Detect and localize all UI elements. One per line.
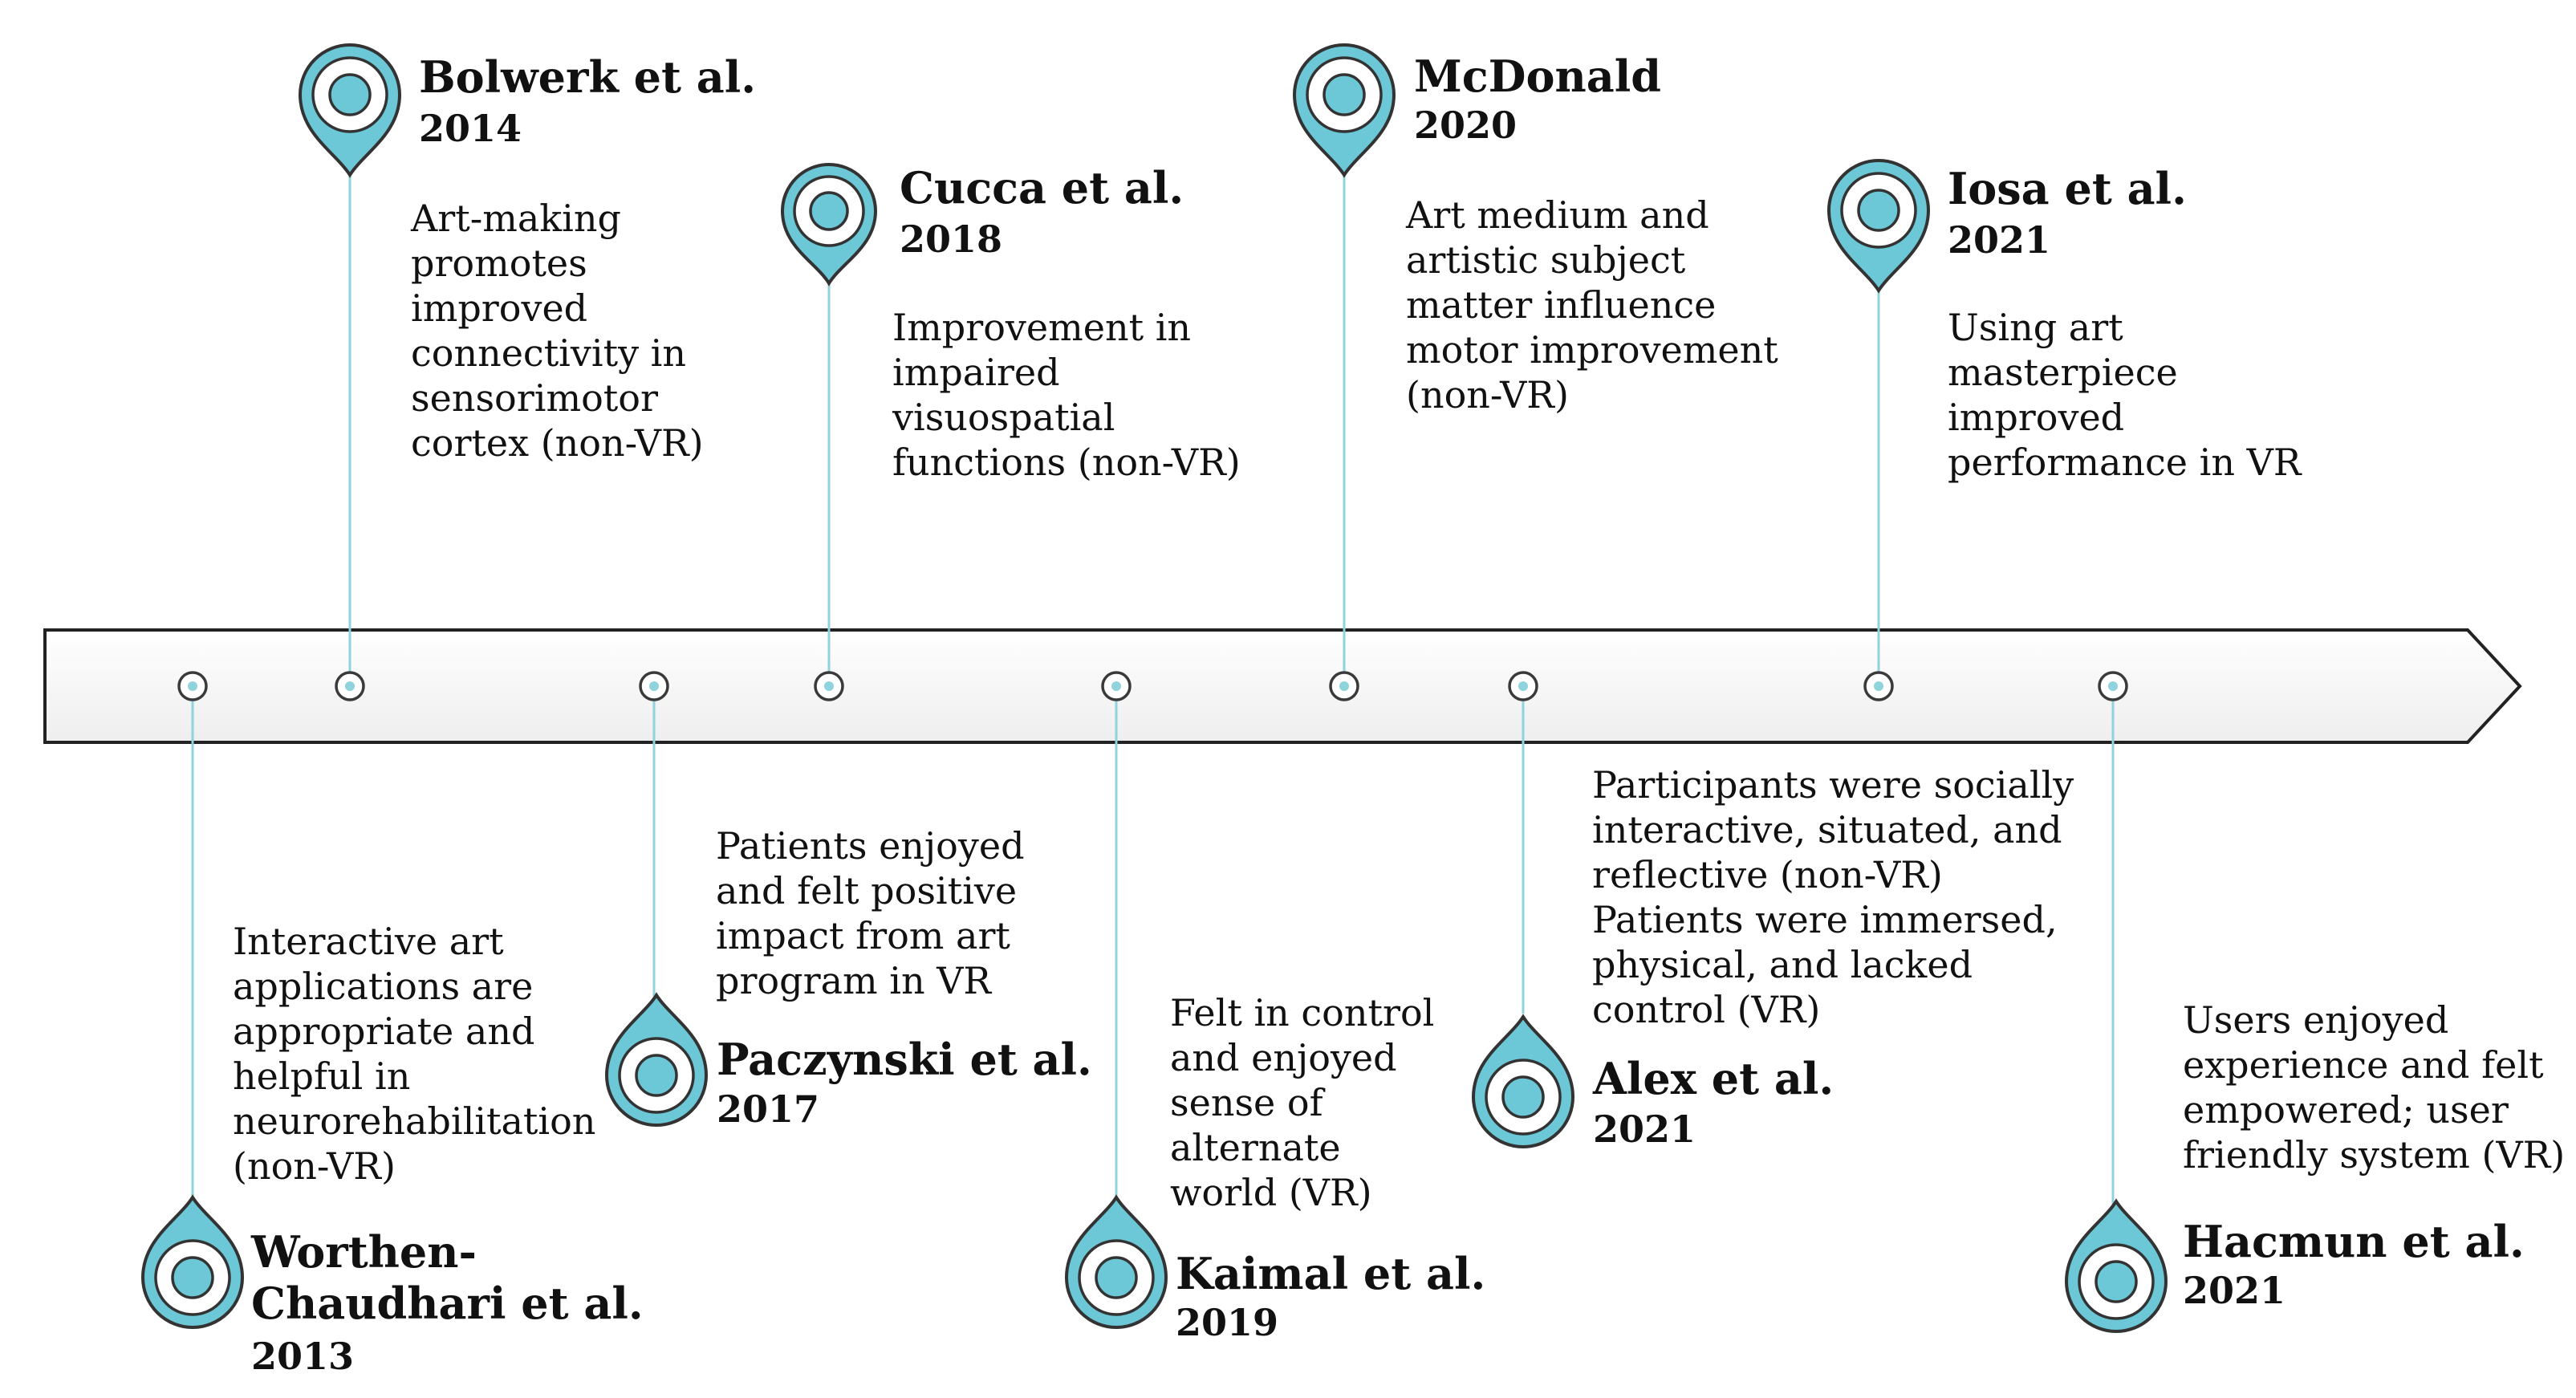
event-author-mcdonald: McDonald [1414, 51, 1662, 102]
event-year-alex: 2021 [1593, 1107, 1696, 1151]
event-year-bolwerk: 2014 [419, 107, 522, 150]
event-description-alex: Participants were socially interactive, … [1592, 763, 2074, 1031]
location-pin-icon-cucca [780, 163, 878, 287]
event-year-worthen: 2013 [251, 1335, 355, 1378]
event-description-mcdonald: Art medium and artistic subject matter i… [1406, 193, 1778, 417]
event-author-hacmun: Hacmun et al. [2183, 1216, 2525, 1267]
event-year-kaimal: 2019 [1176, 1301, 1279, 1344]
event-year-iosa: 2021 [1948, 218, 2051, 262]
location-pin-icon-hacmun [2064, 1198, 2168, 1333]
event-description-worthen: Interactive art applications are appropr… [233, 920, 596, 1188]
location-pin-icon-mcdonald [1292, 43, 1396, 178]
event-author-bolwerk: Bolwerk et al. [419, 51, 757, 103]
event-year-mcdonald: 2020 [1414, 104, 1518, 147]
event-author-worthen: Worthen- Chaudhari et al. [251, 1226, 644, 1329]
event-author-alex: Alex et al. [1593, 1053, 1834, 1104]
location-pin-icon-bolwerk [298, 43, 402, 178]
event-year-paczynski: 2017 [717, 1087, 820, 1131]
event-description-cucca: Improvement in impaired visuospatial fun… [892, 306, 1241, 484]
event-description-paczynski: Patients enjoyed and felt positive impac… [716, 824, 1025, 1002]
event-description-iosa: Using art masterpiece improved performan… [1948, 306, 2302, 484]
location-pin-icon-iosa [1826, 159, 1931, 294]
location-pin-icon-worthen [140, 1194, 245, 1329]
event-description-bolwerk: Art-making promotes improved connectivit… [411, 197, 704, 465]
timeline-arrow [43, 628, 2522, 744]
event-description-hacmun: Users enjoyed experience and felt empowe… [2183, 998, 2566, 1177]
event-year-hacmun: 2021 [2183, 1269, 2286, 1312]
location-pin-icon-kaimal [1064, 1194, 1168, 1329]
event-author-paczynski: Paczynski et al. [717, 1034, 1092, 1085]
location-pin-icon-alex [1471, 1014, 1575, 1148]
event-description-kaimal: Felt in control and enjoyed sense of alt… [1170, 991, 1435, 1214]
event-year-cucca: 2018 [900, 217, 1003, 261]
event-author-cucca: Cucca et al. [900, 162, 1184, 213]
event-author-kaimal: Kaimal et al. [1176, 1248, 1486, 1299]
event-author-iosa: Iosa et al. [1948, 163, 2187, 214]
location-pin-icon-paczynski [604, 992, 709, 1127]
